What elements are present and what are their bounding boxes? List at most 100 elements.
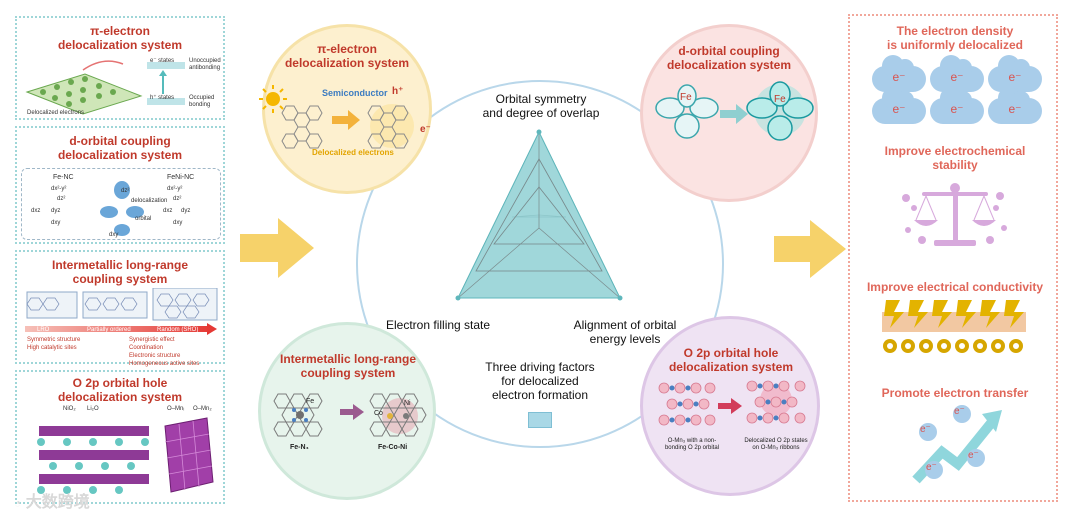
pi-molecule-left <box>281 105 323 149</box>
d-teal-arrow-icon <box>720 104 748 124</box>
inter-graphene-right <box>369 393 427 437</box>
o2p-omn2-label: O–Mn₂ <box>193 406 212 412</box>
right-title-1-line2: is uniformly delocalized <box>886 38 1024 52</box>
o2p-nio2-label: NiO₂ <box>63 406 76 412</box>
left-big-arrow-icon <box>240 218 314 278</box>
d-center-dxy: dxy <box>109 232 119 238</box>
inter-symmetric-label: Symmetric structure <box>27 337 81 343</box>
pi-delocalized-label: Delocalized electrons <box>27 110 85 116</box>
inter-lattice-strip <box>26 288 218 321</box>
d-left-dz2: dz² <box>57 196 66 202</box>
inter-synergistic-label: Synergistic effect <box>129 337 175 343</box>
radar-left-label: Electron filling state <box>386 318 491 332</box>
watermark-text: 大数跨境 <box>25 494 90 511</box>
inter-co-label: Co <box>374 410 383 417</box>
three-factors-line3: electron formation <box>491 388 589 402</box>
sun-icon <box>259 85 287 113</box>
right-title-2-line1: Improve electrochemical <box>884 144 1026 158</box>
inter-random-label: Random (SRO) <box>157 327 199 333</box>
o2p-li2o-label: Li₂O <box>87 406 99 412</box>
circle-inter-title-line1: Intermetallic long-range <box>279 352 417 366</box>
right-title-4-line1: Promote electron transfer <box>881 386 1029 400</box>
pi-hplus-label: h⁺ <box>392 86 404 97</box>
circle-pi-title: π-electron delocalization system <box>272 42 422 70</box>
pi-hstate-label: h⁺ states <box>150 95 175 101</box>
conductivity-icon <box>882 300 1026 353</box>
circle-o2p-title-line1: O 2p orbital hole <box>683 346 779 360</box>
o2p-lattice-left <box>658 382 716 426</box>
left-o2p-title-line2: delocalization system <box>57 390 183 404</box>
cloud-e-label: e⁻ <box>892 102 906 116</box>
inter-fecon-label: Fe-Co-Ni <box>378 444 408 451</box>
cloud-icon: e⁻ <box>988 55 1042 92</box>
left-inter-title-line2: coupling system <box>72 272 168 286</box>
o2p-crystal-structures <box>37 417 214 494</box>
inter-catalytic-label: High catalytic sites <box>27 345 77 351</box>
three-factors-label: Three driving factors for delocalized el… <box>458 360 622 402</box>
o2p-caption-left-line2: bonding O 2p orbital <box>664 445 720 451</box>
right-title-1-line1: The electron density <box>896 24 1014 38</box>
center-ring <box>356 80 724 448</box>
d-orbital-fe-right <box>746 81 814 141</box>
radar-top-label: Orbital symmetry and degree of overlap <box>458 92 624 120</box>
o2p-caption-right-line1: Delocalized O 2p states <box>744 438 808 444</box>
circle-d-title: d-orbital coupling delocalization system <box>654 44 804 72</box>
circle-inter-title: Intermetallic long-range coupling system <box>270 352 426 380</box>
transfer-e-label: e⁻ <box>926 462 937 473</box>
cloud-icon: e⁻ <box>988 87 1042 124</box>
left-o2p-title-line1: O 2p orbital hole <box>72 376 168 390</box>
inter-order-bar <box>25 326 211 332</box>
left-pi-title: π-electron delocalization system <box>17 24 223 52</box>
cloud-e-label: e⁻ <box>1008 70 1022 84</box>
circle-o2p-title-line2: delocalization system <box>668 360 794 374</box>
inter-ni-label: Ni <box>404 400 411 407</box>
circle-d-title-line2: delocalization system <box>666 58 792 72</box>
right-title-2-line2: stability <box>932 158 978 172</box>
inter-homogeneous-label: Homogeneous active sites <box>129 361 200 367</box>
inter-electronic-label: Electronic structure <box>129 353 181 359</box>
right-title-1: The electron density is uniformly deloca… <box>855 24 1055 52</box>
watermark: ◔ 大数跨境 <box>14 488 90 512</box>
radar-top-label-line2: and degree of overlap <box>482 106 600 120</box>
circle-pi-title-line1: π-electron <box>317 42 377 56</box>
radar-point-top <box>536 129 542 135</box>
left-panel-d: d-orbital coupling delocalization system… <box>15 126 225 244</box>
d-fe-right-label: Fe <box>774 94 786 105</box>
circle-o2p-title: O 2p orbital hole delocalization system <box>656 346 806 374</box>
inter-graphene-left <box>273 393 323 437</box>
o2p-caption-left: O-Mn₃ with a non- bonding O 2p orbital <box>660 438 724 452</box>
radar-chart <box>455 129 623 301</box>
left-o2p-title: O 2p orbital hole delocalization system <box>17 376 223 404</box>
left-d-title: d-orbital coupling delocalization system <box>17 134 223 162</box>
delocalized-electrons-label: Delocalized electrons <box>312 148 394 157</box>
radar-top-label-line1: Orbital symmetry <box>495 92 587 106</box>
circle-inter-title-line2: coupling system <box>300 366 396 380</box>
o2p-red-arrow-icon <box>718 398 742 414</box>
circle-pi-title-line2: delocalization system <box>284 56 410 70</box>
cloud-e-label: e⁻ <box>892 70 906 84</box>
d-left-dxz: dxz <box>31 208 41 214</box>
pi-occupied-label: Occupied bonding <box>189 95 215 108</box>
right-panel <box>848 14 1058 502</box>
left-pi-title-line1: π-electron <box>90 24 150 38</box>
o2p-caption-right: Delocalized O 2p states on O-Mn₃ ribbons <box>738 438 814 452</box>
left-panel-pi: π-electron delocalization system e⁻ stat… <box>15 16 225 120</box>
inter-purple-arrow-icon <box>340 404 364 420</box>
inter-partial-label: Partially ordered <box>87 327 131 333</box>
cloud-icon: e⁻ <box>872 55 926 92</box>
pi-yellow-arrow-icon <box>332 110 360 130</box>
cloud-e-label: e⁻ <box>950 70 964 84</box>
inter-fe-label: Fe <box>306 398 315 405</box>
o2p-omn1-label: O–Mnᵢ <box>167 406 185 412</box>
right-title-3: Improve electrical conductivity <box>855 280 1055 294</box>
right-title-2: Improve electrochemical stability <box>855 144 1055 172</box>
left-panel-o2p: O 2p orbital hole delocalization system … <box>15 370 225 504</box>
transfer-e-label: e⁻ <box>954 406 965 417</box>
balance-scale-icon <box>902 183 1007 246</box>
left-panel-inter: Intermetallic long-range coupling system… <box>15 250 225 367</box>
radar-right-label: Alignment of orbital energy levels <box>560 318 690 346</box>
d-orbital-box <box>21 168 221 240</box>
d-fe-left-label: Fe <box>680 92 692 103</box>
d-left-dxy: dxy <box>51 220 61 226</box>
three-factors-line2: for delocalized <box>501 374 579 388</box>
